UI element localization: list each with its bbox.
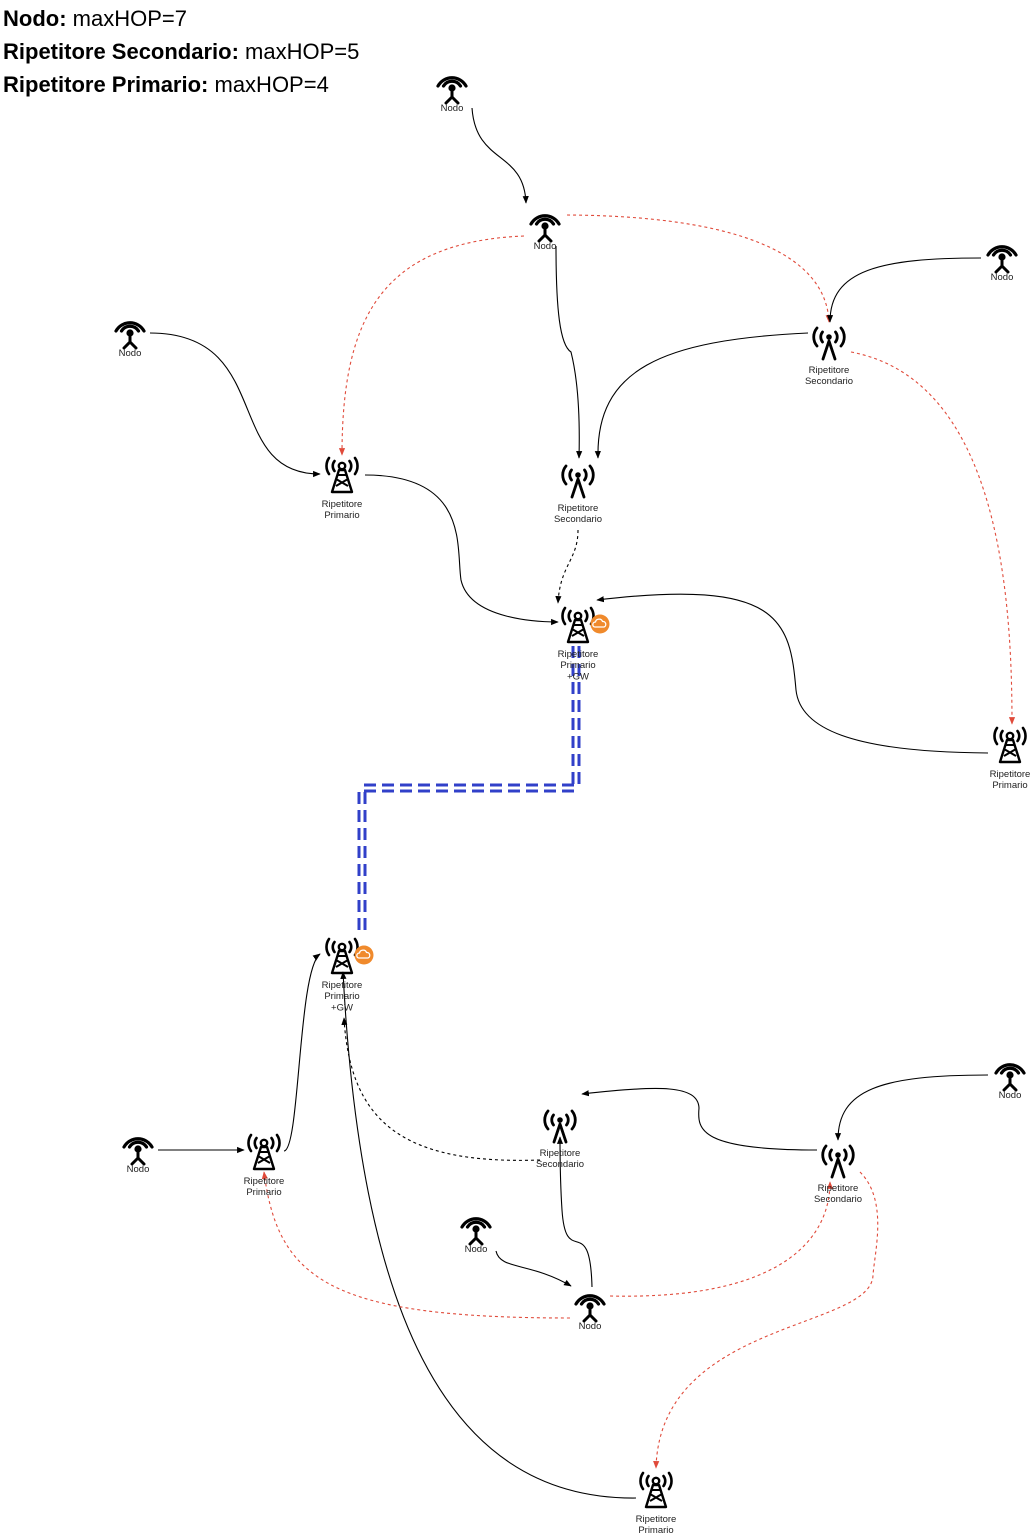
link-rs_br-rs_bc [581,1087,818,1151]
backup-link-rs_br-rp_b [653,1171,879,1469]
backup-link-n2-rp_l [338,235,525,456]
dashed-link-rs_c-gw1 [555,529,579,604]
legend-line-primario: Ripetitore Primario: maxHOP=4 [3,68,359,101]
link-n_l-rp_l [149,332,321,478]
link-rp_l-gw1 [364,474,559,626]
node-antenna-icon [529,214,561,243]
backup-link-n2-rs_tr [566,214,832,323]
node-antenna-icon [460,1217,492,1246]
link-rs_tr-rs_c [594,332,809,459]
network-nodo-n_tr: Nodo [986,245,1018,283]
node-label: Nodo [465,1244,488,1255]
link-rp_r-gw1 [596,593,989,754]
gateway-link-gw1-gw2 [357,646,581,936]
edges-layer [149,107,1016,1499]
network-nodo-n_top: Nodo [436,76,468,114]
network-nodo-n_bm: Nodo [460,1217,492,1255]
link-n_tr-rs_tr [826,257,982,323]
node-antenna-icon [986,245,1018,274]
network-nodo-n2: Nodo [529,214,561,252]
legend-value: maxHOP=4 [214,72,329,97]
link-n_top-n2 [471,107,529,204]
link-n_bc-rs_bc [556,1136,593,1288]
legend-key: Nodo: [3,6,67,31]
secondary-repeater-icon [821,1144,855,1179]
node-label: Nodo [119,348,142,359]
network-nodo-n_l: Nodo [114,321,146,359]
node-label: Nodo [999,1090,1022,1101]
secondary-repeater-icon [561,464,595,499]
primary-repeater-icon [639,1471,673,1509]
link-rp_b-gw2 [340,971,637,1499]
gateway-link-inner [360,646,578,936]
node-label: Nodo [991,272,1014,283]
node-antenna-icon [994,1063,1026,1092]
primary-repeater-gateway-icon [561,606,610,644]
node-antenna-icon [574,1294,606,1323]
backup-link-rs_tr-rp_r [850,351,1016,725]
network-nodo-n_bc: Nodo [574,1294,606,1332]
network-nodo-n_bl: Nodo [122,1137,154,1175]
node-antenna-icon [122,1137,154,1166]
node-label: Nodo [127,1164,150,1175]
legend-key: Ripetitore Primario: [3,72,209,97]
legend-line-secondario: Ripetitore Secondario: maxHOP=5 [3,35,359,68]
legend-value: maxHOP=7 [72,6,187,31]
secondary-repeater-icon [812,326,846,361]
node-antenna-icon [436,76,468,105]
node-label: Nodo [534,241,557,252]
node-label: Nodo [441,103,464,114]
dashed-link-rs_bc-gw2 [341,1017,541,1161]
backup-link-n_bc-rp_bl [261,1171,571,1319]
primary-repeater-gateway-icon [325,937,374,975]
node-label: Nodo [579,1321,602,1332]
link-rp_bl-gw2 [283,953,321,1152]
backup-link-n_bc-rs_br [609,1181,834,1297]
legend-value: maxHOP=5 [245,39,360,64]
legend: Nodo: maxHOP=7 Ripetitore Secondario: ma… [3,2,359,101]
node-antenna-icon [114,321,146,350]
primary-repeater-icon [247,1133,281,1171]
primary-repeater-icon [325,456,359,494]
secondary-repeater-icon [543,1109,577,1144]
legend-line-nodo: Nodo: maxHOP=7 [3,2,359,35]
network-nodo-n_br: Nodo [994,1063,1026,1101]
link-n_bm-n_bc [495,1250,572,1287]
legend-key: Ripetitore Secondario: [3,39,239,64]
primary-repeater-icon [993,726,1027,764]
link-n_br-rs_br [834,1074,989,1141]
link-n2-rs_c [555,245,583,459]
